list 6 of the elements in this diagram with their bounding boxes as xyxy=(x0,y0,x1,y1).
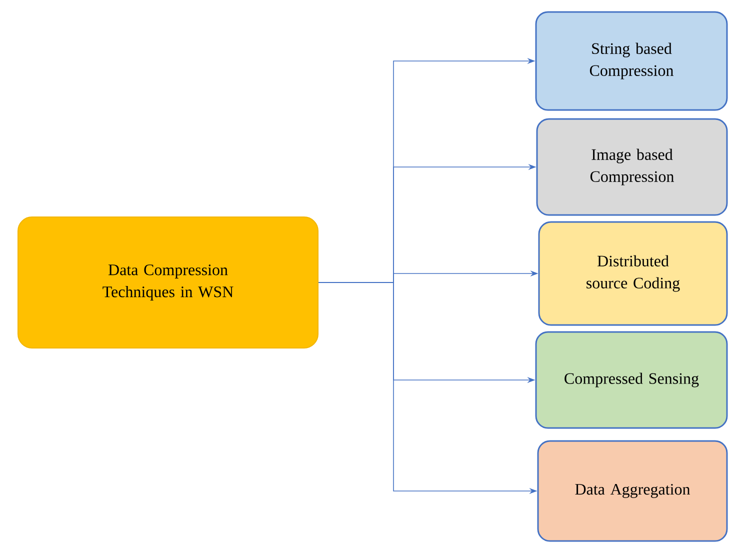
root-box: Data Compression Techniques in WSN xyxy=(18,216,318,348)
technique-box: String based Compression xyxy=(535,11,728,111)
technique-box: Compressed Sensing xyxy=(535,331,728,429)
technique-box: Data Aggregation xyxy=(537,440,728,542)
technique-box: Image based Compression xyxy=(536,118,728,216)
technique-box: Distributed source Coding xyxy=(538,221,728,326)
